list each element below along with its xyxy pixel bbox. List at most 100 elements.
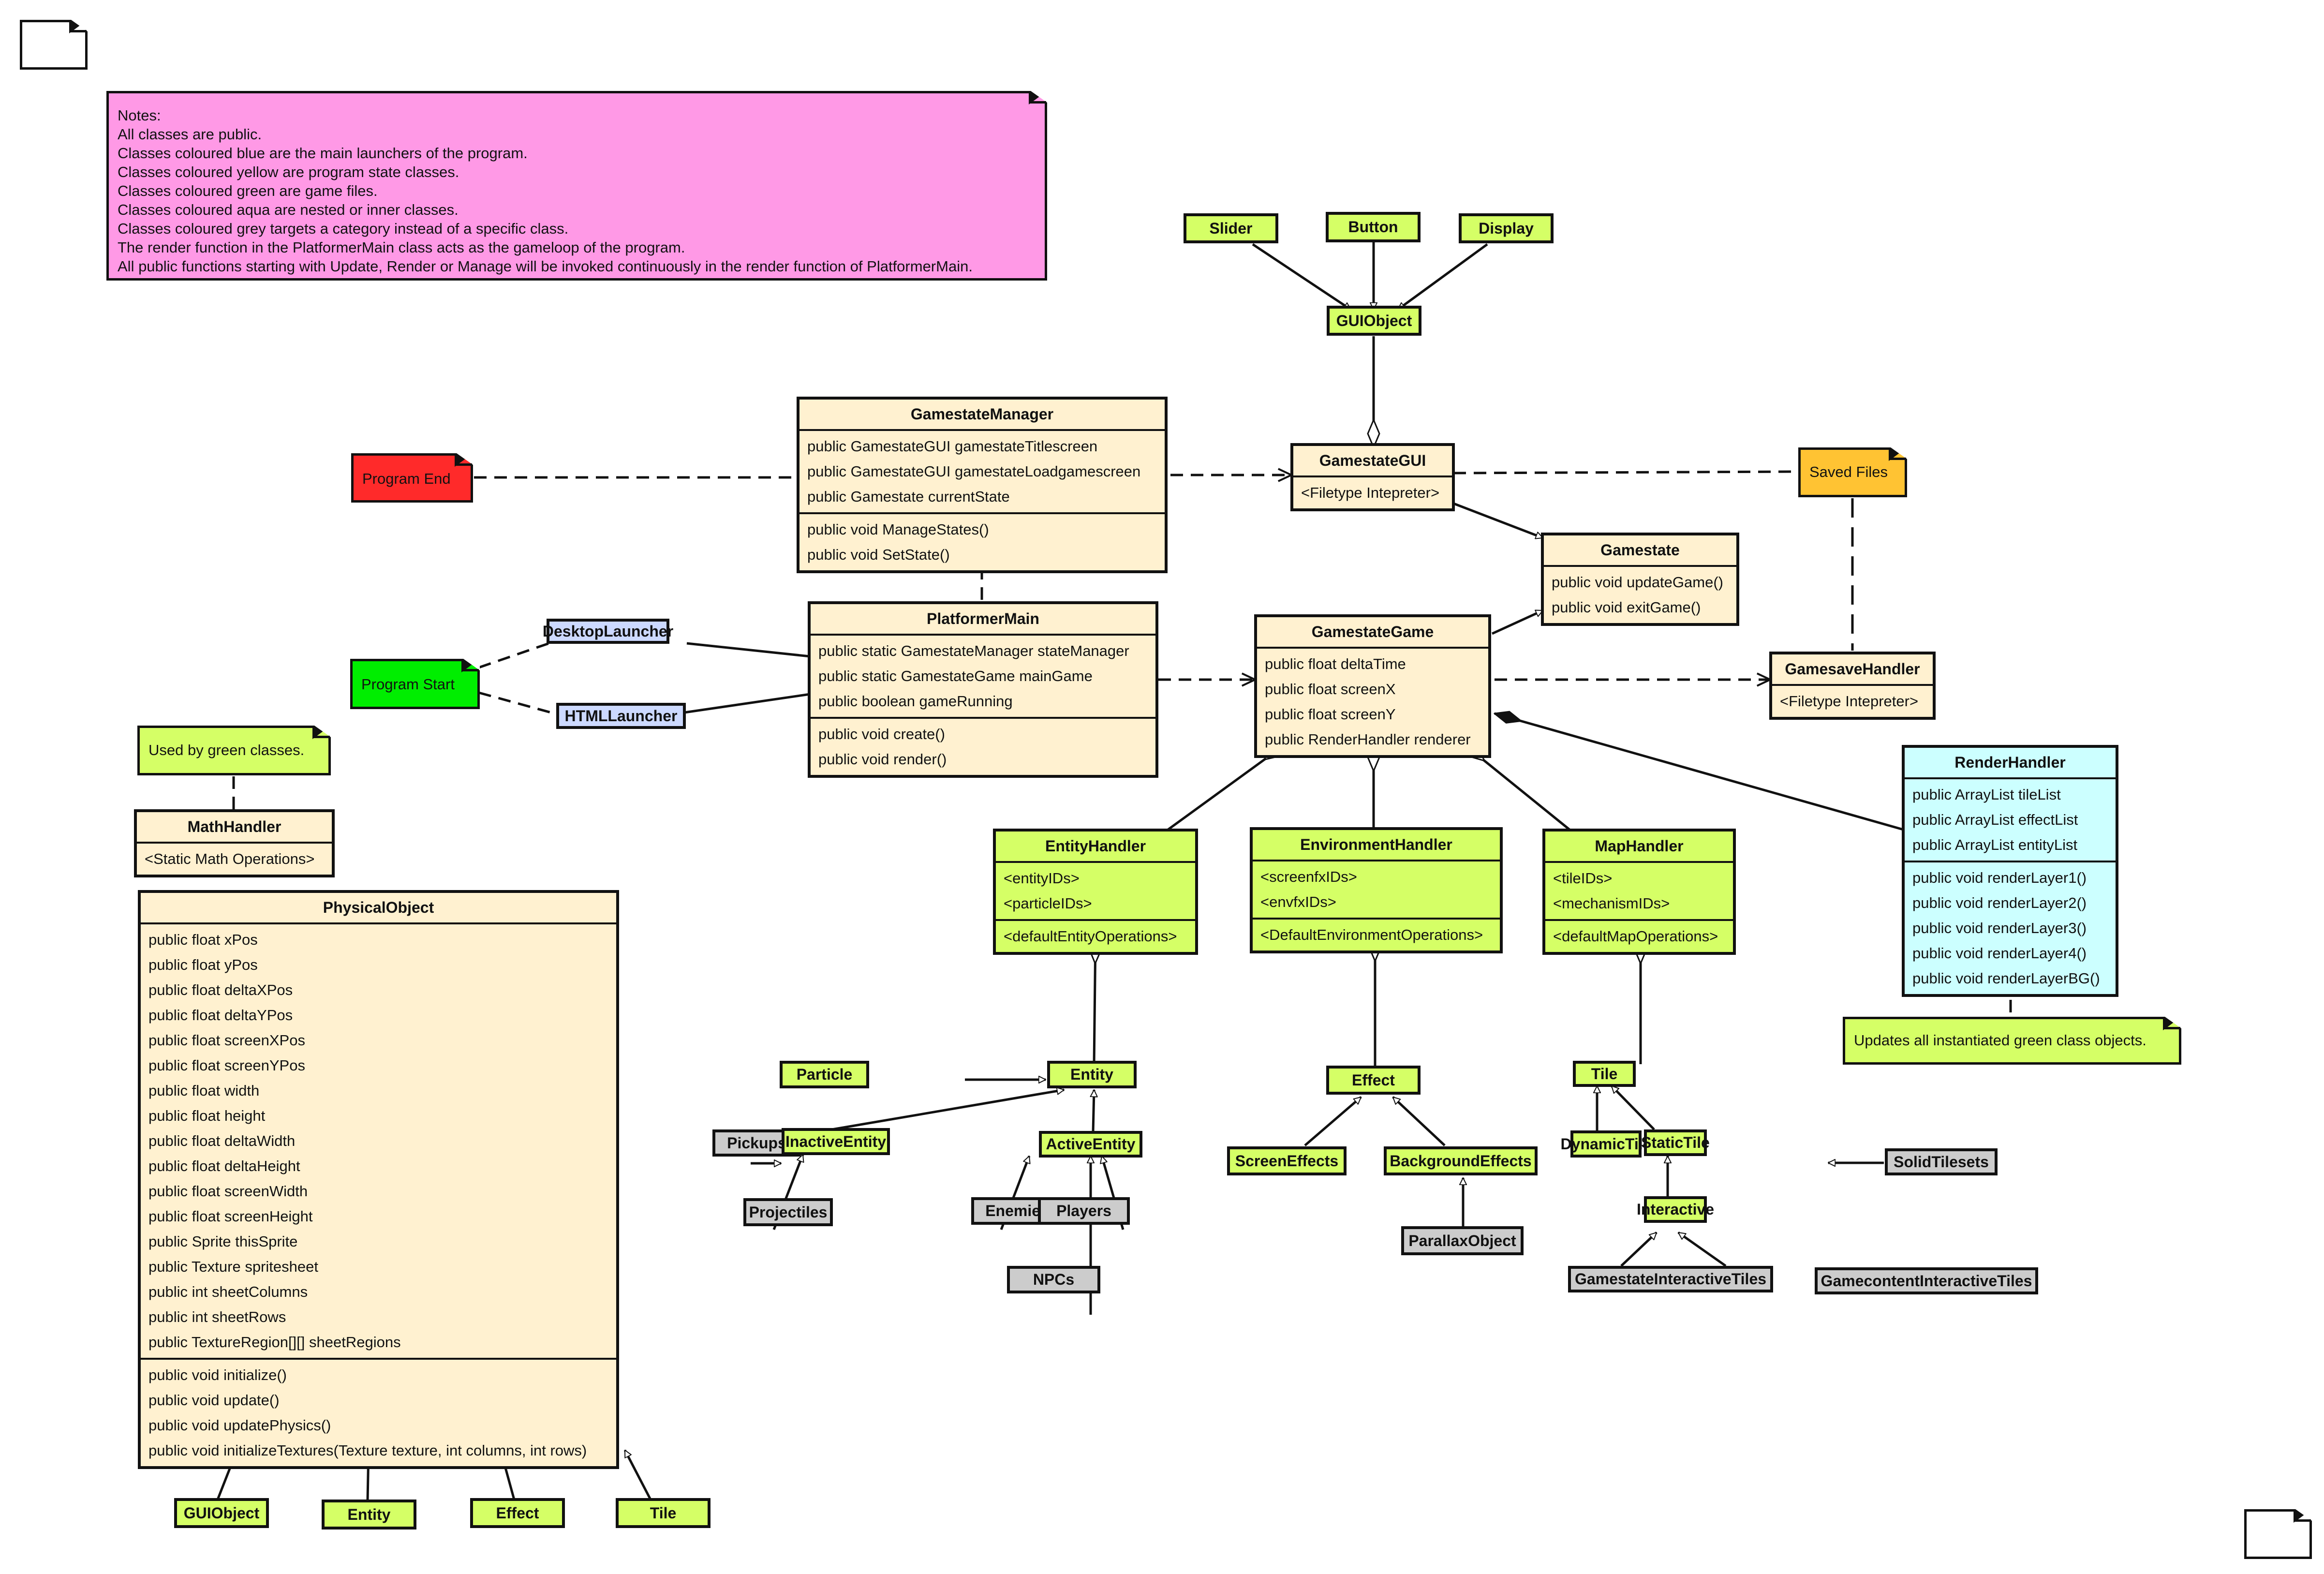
class-slider[interactable]: Slider <box>1184 213 1278 243</box>
class-math-handler[interactable]: MathHandler<Static Math Operations> <box>134 809 335 877</box>
class-name: GamesaveHandler <box>1772 654 1933 686</box>
class-solid-tilesets[interactable]: SolidTilesets <box>1885 1148 1998 1175</box>
class-parallax-object[interactable]: ParallaxObject <box>1401 1226 1524 1255</box>
class-dynamic-tile[interactable]: DynamicTile <box>1561 1130 1651 1158</box>
class-npcs[interactable]: NPCs <box>1007 1266 1100 1293</box>
class-attributes-section: public static GamestateManager stateMana… <box>811 636 1155 719</box>
class-name: EnvironmentHandler <box>1253 830 1500 861</box>
link-active-entity <box>1093 1090 1094 1132</box>
class-particle[interactable]: Particle <box>780 1061 869 1088</box>
class-environment-handler[interactable]: EnvironmentHandler<screenfxIDs><envfxIDs… <box>1250 827 1503 953</box>
class-entity-handler[interactable]: EntityHandler<entityIDs><particleIDs><de… <box>993 829 1198 955</box>
class-players[interactable]: Players <box>1038 1197 1130 1225</box>
class-attribute: public GamestateGUI gamestateTitlescreen <box>807 438 1098 455</box>
class-active-entity[interactable]: ActiveEntity <box>1039 1131 1142 1158</box>
class-method: public void exitGame() <box>1552 599 1701 616</box>
class-po-tile[interactable]: Tile <box>616 1498 711 1528</box>
note-fold-icon <box>2294 1510 2311 1522</box>
class-method: public void updatePhysics() <box>148 1417 331 1434</box>
class-name: MapHandler <box>1545 832 1733 863</box>
class-attribute: public float deltaYPos <box>148 1007 293 1024</box>
class-attribute: public float deltaHeight <box>148 1158 300 1174</box>
link-gamestategui-savedfiles <box>1453 470 1797 475</box>
note-fold-icon <box>1030 92 1046 104</box>
class-screen-effects[interactable]: ScreenEffects <box>1227 1146 1347 1175</box>
class-po-effect[interactable]: Effect <box>470 1498 565 1528</box>
link-po-tile <box>623 1450 652 1500</box>
class-inactive-entity[interactable]: InactiveEntity <box>782 1128 890 1155</box>
class-attribute: public float deltaWidth <box>148 1132 296 1149</box>
link-gamecontentinteractive-interactive <box>1678 1231 1727 1267</box>
class-map-handler[interactable]: MapHandler <tileIDs> <mechanismIDs> <defaul… <box>1542 829 1736 955</box>
note-text: Saved Files <box>1809 463 1888 480</box>
class-attribute: public float screenXPos <box>148 1032 305 1049</box>
note-fold-icon <box>313 727 330 738</box>
class-po-gui-object[interactable]: GUIObject <box>174 1498 269 1528</box>
class-desktop-launcher[interactable]: DesktopLauncher <box>543 619 673 644</box>
class-gamesave-handler[interactable]: GamesaveHandler<Filetype Intepreter> <box>1769 652 1936 720</box>
class-background-effects[interactable]: BackgroundEffects <box>1384 1146 1538 1175</box>
note-fold-icon <box>1890 448 1906 460</box>
class-method: public void updateGame() <box>1552 574 1723 591</box>
class-attribute: public boolean gameRunning <box>818 693 1013 710</box>
class-button[interactable]: Button <box>1326 212 1421 242</box>
note-text: Program End <box>362 470 451 487</box>
class-entity[interactable]: Entity <box>1047 1061 1137 1088</box>
note-program-start: Program Start <box>350 659 480 709</box>
class-gamestate-interactive-tiles[interactable]: GamestateInteractiveTiles <box>1568 1266 1773 1292</box>
class-attributes-section: <entityIDs><particleIDs> <box>996 863 1195 921</box>
class-attribute: public int sheetColumns <box>148 1283 308 1300</box>
class-gamestate[interactable]: Gamestate public void updateGame() public … <box>1541 533 1739 626</box>
class-name: GamestateGUI <box>1293 446 1452 477</box>
class-interactive[interactable]: Interactive <box>1637 1196 1714 1223</box>
class-gui-object[interactable]: GUIObject <box>1327 306 1421 336</box>
class-tile[interactable]: Tile <box>1573 1061 1636 1087</box>
class-methods-section: public void create()public void render() <box>811 719 1155 775</box>
note-used-by-green: Used by green classes. <box>137 726 331 775</box>
class-attribute: public ArrayList entityList <box>1912 836 2078 853</box>
class-attributes-section: <Filetype Intepreter> <box>1772 686 1933 717</box>
class-methods-section: public void initialize()public void upda… <box>141 1360 616 1466</box>
empty-note-bottom-right <box>2244 1509 2312 1559</box>
note-text: Updates all instantiated green class obj… <box>1854 1032 2146 1049</box>
class-method: public void create() <box>818 726 945 742</box>
class-attribute: public TextureRegion[][] sheetRegions <box>148 1334 401 1351</box>
note-fold-icon <box>70 21 87 32</box>
class-gamestate-gui[interactable]: GamestateGUI<Filetype Intepreter> <box>1290 443 1455 511</box>
class-name: Gamestate <box>1544 535 1736 567</box>
class-attribute: public float deltaXPos <box>148 981 293 998</box>
class-method: public void update() <box>148 1392 280 1409</box>
class-methods-section: public void renderLayer1()public void re… <box>1905 862 2116 994</box>
class-display[interactable]: Display <box>1459 213 1554 243</box>
class-attribute: public Texture spritesheet <box>148 1258 318 1275</box>
class-attribute: <mechanismIDs> <box>1553 895 1670 912</box>
class-po-entity[interactable]: Entity <box>322 1500 416 1529</box>
link-gamestategame-gamestate <box>1491 609 1543 635</box>
class-name: PlatformerMain <box>811 604 1155 636</box>
class-attribute: <entityIDs> <box>1004 870 1080 887</box>
class-attribute: public GamestateGUI gamestateLoadgamescr… <box>807 463 1141 480</box>
class-attributes-section: <Filetype Intepreter> <box>1293 477 1452 508</box>
class-attributes-section: <screenfxIDs><envfxIDs> <box>1253 861 1500 920</box>
note-saved-files: Saved Files <box>1798 447 1907 497</box>
class-gamecontent-interactive-tiles[interactable]: GamecontentInteractiveTiles <box>1815 1267 2038 1294</box>
class-html-launcher[interactable]: HTMLLauncher <box>556 703 686 729</box>
link-slider-guiobject <box>1252 243 1351 311</box>
link-programstart-desktop <box>478 642 549 669</box>
class-attribute: <tileIDs> <box>1553 870 1613 887</box>
link-entity-entityhandler <box>1094 936 1095 1065</box>
class-method: <defaultMapOperations> <box>1553 928 1718 945</box>
class-method: public void initializeTextures(Texture t… <box>148 1442 587 1459</box>
class-method: <defaultEntityOperations> <box>1004 928 1177 945</box>
class-static-tile[interactable]: StaticTile <box>1641 1129 1710 1156</box>
class-projectiles[interactable]: Projectiles <box>743 1198 833 1226</box>
class-effect[interactable]: Effect <box>1326 1066 1421 1095</box>
class-attributes-section: public GamestateGUI gamestateTitlescreen… <box>799 431 1165 514</box>
